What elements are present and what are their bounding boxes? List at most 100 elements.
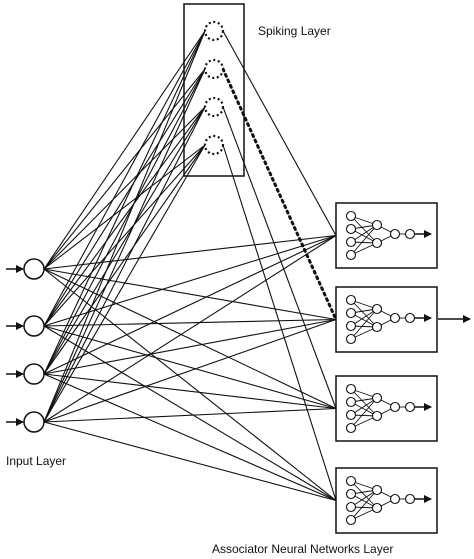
associator-input-neuron bbox=[345, 475, 357, 487]
input-node-4 bbox=[23, 411, 45, 433]
spiking-neurons bbox=[203, 20, 225, 156]
associator-layer-label: Associator Neural Networks Layer bbox=[212, 542, 393, 556]
associator-input-neuron bbox=[345, 210, 357, 222]
connection-input-1-spike-1 bbox=[43, 30, 206, 270]
spiking-layer-box bbox=[183, 3, 245, 177]
connections bbox=[43, 30, 338, 502]
associator-hidden-neuron bbox=[371, 321, 383, 333]
associator-input-neuron bbox=[345, 236, 357, 248]
connection-spike-2-assoc-2 bbox=[221, 67, 338, 321]
connection-input-3-assoc-3 bbox=[43, 373, 337, 410]
connection-input-2-spike-1 bbox=[43, 30, 206, 327]
spiking-neuron-3 bbox=[203, 96, 225, 118]
spiking-neuron-4 bbox=[203, 134, 225, 156]
associator-input-neuron bbox=[345, 223, 357, 235]
input-node-3 bbox=[23, 363, 45, 385]
associator-input-neuron bbox=[345, 320, 357, 332]
connection-input-3-assoc-2 bbox=[43, 318, 337, 375]
connection-input-3-assoc-4 bbox=[43, 373, 337, 502]
associator-edge bbox=[350, 224, 378, 256]
associator-network-3 bbox=[335, 375, 438, 442]
connection-input-2-assoc-1 bbox=[43, 234, 337, 327]
connection-input-4-assoc-1 bbox=[43, 235, 337, 423]
associator-input-neuron bbox=[345, 409, 357, 421]
connection-input-1-assoc-4 bbox=[43, 268, 337, 501]
associator-hidden-neuron bbox=[371, 219, 383, 231]
associator-input-neuron bbox=[345, 396, 357, 408]
connection-input-1-assoc-3 bbox=[43, 268, 337, 409]
associator-input-neuron bbox=[345, 514, 357, 526]
associator-edge bbox=[350, 224, 378, 243]
spiking-neuron-1 bbox=[203, 20, 225, 42]
associator-final-neuron bbox=[404, 312, 416, 324]
connection-input-3-spike-1 bbox=[43, 30, 206, 375]
spiking-layer-label: Spiking Layer bbox=[258, 24, 331, 38]
connection-input-1-spike-2 bbox=[43, 68, 206, 270]
associator-output-neuron bbox=[389, 493, 401, 505]
associator-edge bbox=[350, 480, 378, 509]
associator-edge bbox=[350, 489, 378, 521]
connection-spike-4-assoc-4 bbox=[222, 144, 337, 501]
associator-input-neuron bbox=[345, 383, 357, 395]
associator-input-neuron bbox=[345, 488, 357, 500]
connection-input-1-assoc-2 bbox=[43, 268, 337, 321]
associator-input-neuron bbox=[345, 307, 357, 319]
associator-final-neuron bbox=[404, 228, 416, 240]
associator-output-neuron bbox=[389, 401, 401, 413]
associator-input-neuron bbox=[345, 333, 357, 345]
associator-output-neuron bbox=[389, 312, 401, 324]
connection-input-4-assoc-4 bbox=[43, 421, 337, 502]
associator-edge bbox=[350, 215, 378, 244]
associator-network-2 bbox=[335, 286, 438, 353]
connection-input-4-assoc-3 bbox=[43, 407, 337, 423]
spiking-neuron-2 bbox=[203, 58, 225, 80]
associator-edge bbox=[350, 489, 378, 508]
associator-input-neuron bbox=[345, 422, 357, 434]
connection-input-2-assoc-4 bbox=[43, 325, 337, 501]
input-node-2 bbox=[23, 315, 45, 337]
connection-input-4-spike-4 bbox=[43, 144, 206, 423]
connection-input-2-assoc-2 bbox=[43, 318, 337, 327]
associator-networks bbox=[335, 202, 438, 534]
associator-final-neuron bbox=[404, 493, 416, 505]
associator-hidden-neuron bbox=[371, 410, 383, 422]
connection-input-3-spike-3 bbox=[43, 106, 206, 375]
connection-input-2-assoc-3 bbox=[43, 325, 337, 410]
input-node-1 bbox=[23, 258, 45, 280]
connection-input-3-assoc-1 bbox=[43, 235, 337, 375]
associator-edge bbox=[350, 308, 378, 340]
associator-edge bbox=[350, 397, 378, 429]
associator-edge bbox=[350, 299, 378, 328]
connection-input-4-spike-2 bbox=[43, 68, 206, 423]
connection-input-2-spike-4 bbox=[43, 144, 206, 327]
connection-input-1-assoc-1 bbox=[43, 234, 337, 270]
connection-spike-1-assoc-1 bbox=[222, 30, 337, 236]
connection-input-3-spike-2 bbox=[43, 68, 206, 375]
connection-input-1-spike-4 bbox=[43, 144, 206, 270]
associator-edge bbox=[350, 388, 378, 417]
associator-hidden-neuron bbox=[371, 392, 383, 404]
connection-input-4-spike-1 bbox=[43, 30, 206, 423]
input-nodes bbox=[6, 258, 45, 433]
associator-final-neuron bbox=[404, 401, 416, 413]
connection-input-2-spike-3 bbox=[43, 106, 206, 327]
associator-hidden-neuron bbox=[371, 303, 383, 315]
associator-hidden-neuron bbox=[371, 237, 383, 249]
associator-output-neuron bbox=[389, 228, 401, 240]
associator-input-neuron bbox=[345, 294, 357, 306]
associator-input-neuron bbox=[345, 249, 357, 261]
connection-input-4-spike-3 bbox=[43, 106, 206, 423]
input-layer-label: Input Layer bbox=[6, 454, 66, 468]
associator-network-1 bbox=[335, 202, 438, 269]
connection-spike-3-assoc-3 bbox=[222, 106, 337, 409]
associator-edge bbox=[350, 397, 378, 416]
associator-edge bbox=[350, 308, 378, 327]
associator-hidden-neuron bbox=[371, 502, 383, 514]
connection-input-1-spike-3 bbox=[43, 106, 206, 270]
associator-network-4 bbox=[335, 467, 438, 534]
associator-hidden-neuron bbox=[371, 484, 383, 496]
connection-input-4-assoc-2 bbox=[43, 318, 337, 423]
associator-input-neuron bbox=[345, 501, 357, 513]
connection-input-2-spike-2 bbox=[43, 68, 206, 327]
